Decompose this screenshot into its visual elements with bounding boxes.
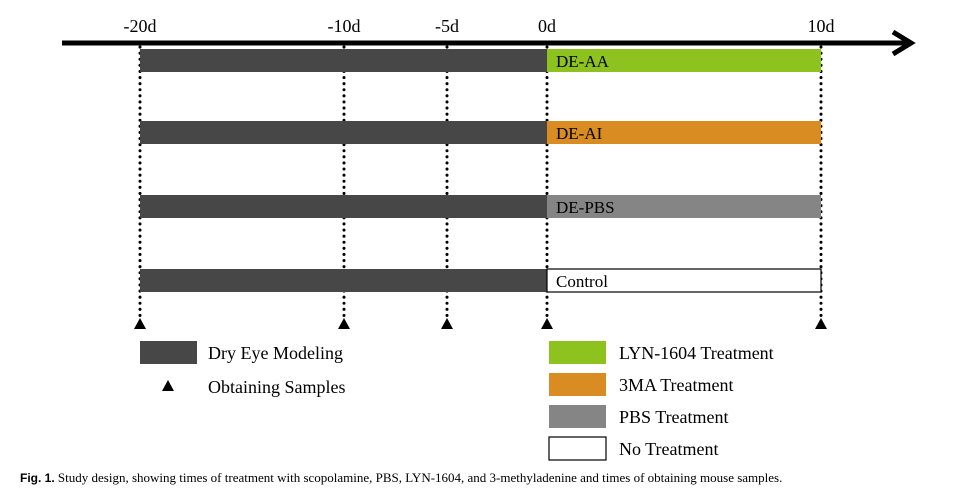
legend-label: 3MA Treatment	[619, 375, 734, 395]
treatment-bar	[547, 49, 821, 72]
treatment-bar	[546, 268, 822, 293]
legend-label: Obtaining Samples	[208, 377, 346, 397]
legend-label: LYN-1604 Treatment	[619, 343, 774, 363]
study-design-figure: -20d -10d -5d 0d 10d DE-AA DE-AI DE-PBS Control…	[62, 16, 916, 461]
tick-labels: -20d -10d -5d 0d 10d	[124, 16, 835, 36]
axis-arrowhead	[891, 29, 916, 57]
group-bars: DE-AA DE-AI DE-PBS Control	[140, 49, 822, 293]
figure-caption: Fig. 1. Study design, showing times of t…	[20, 470, 960, 486]
sample-triangle	[134, 318, 146, 329]
treatment-bar	[547, 121, 821, 144]
dotted-guides	[138, 45, 823, 318]
tick-label: -20d	[124, 16, 157, 36]
sample-triangle	[541, 318, 553, 329]
caption-text: Study design, showing times of treatment…	[54, 470, 783, 485]
timeline-diagram: -20d -10d -5d 0d 10d DE-AA DE-AI DE-PBS Control…	[62, 16, 916, 461]
time-axis	[62, 29, 916, 57]
legend-triangle	[162, 380, 174, 391]
modeling-bar	[140, 195, 547, 218]
group-row: DE-AA	[140, 49, 821, 72]
tick-label: -5d	[435, 16, 459, 36]
group-row: DE-AI	[140, 121, 821, 144]
legend-swatch	[549, 341, 606, 364]
group-row: DE-PBS	[140, 195, 821, 218]
legend-label: Dry Eye Modeling	[208, 343, 343, 363]
caption-label: Fig. 1.	[20, 471, 55, 485]
modeling-bar	[140, 269, 547, 292]
group-label: Control	[556, 272, 608, 291]
tick-label: -10d	[328, 16, 361, 36]
legend-swatch	[549, 405, 606, 428]
sample-triangle	[441, 318, 453, 329]
legend-swatch	[548, 436, 607, 461]
sample-triangle	[815, 318, 827, 329]
group-label: DE-PBS	[556, 198, 615, 217]
group-row: Control	[140, 268, 822, 293]
modeling-bar	[140, 121, 547, 144]
treatment-bar	[547, 195, 821, 218]
legend-swatch	[549, 373, 606, 396]
group-label: DE-AI	[556, 124, 603, 143]
tick-label: 10d	[808, 16, 835, 36]
legend-label: PBS Treatment	[619, 407, 729, 427]
sample-markers	[134, 318, 827, 329]
legend-swatch	[140, 341, 197, 364]
tick-label: 0d	[538, 16, 556, 36]
sample-triangle	[338, 318, 350, 329]
legend-label: No Treatment	[619, 439, 719, 459]
modeling-bar	[140, 49, 547, 72]
group-label: DE-AA	[556, 52, 610, 71]
